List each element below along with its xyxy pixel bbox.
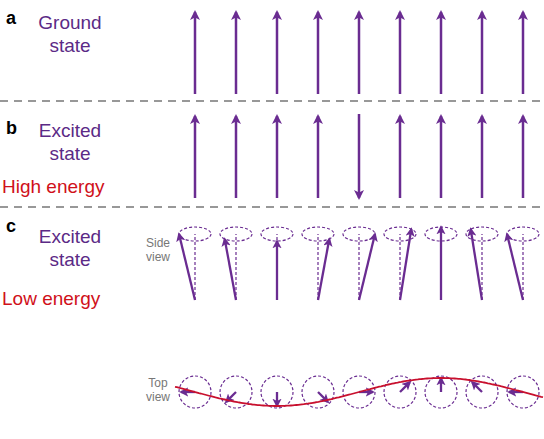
spin-arrow [225,239,236,300]
separator-line [0,206,544,207]
state-label: Excited state [22,226,118,272]
panel-letter: c [6,216,22,238]
panel-letter: a [6,8,22,30]
spin-arrow [358,12,361,94]
spin-arrow [399,12,402,94]
view-label: Top view [140,376,176,405]
axis-line [358,234,359,300]
precession-circle [261,376,293,408]
spin-arrow [276,241,278,300]
spin-arrow [276,392,278,406]
energy-label: Low energy [2,288,132,311]
spin-arrow [235,116,238,198]
spin-arrow [359,234,375,300]
spin-arrow [522,116,525,198]
spin-arrow [481,116,484,198]
spin-arrow [179,234,195,300]
view-label: Side view [140,236,176,265]
axis-line [235,234,236,300]
spin-arrow [440,378,442,392]
state-label: Ground state [22,12,118,58]
spin-arrow [194,12,197,94]
spin-arrow [400,229,411,300]
spin-arrow [358,114,361,198]
precession-circle [425,376,457,408]
spin-arrow [472,382,482,392]
spin-arrow [507,234,523,300]
axis-line [276,234,277,300]
spin-arrow [235,12,238,94]
axis-line [522,234,523,300]
spin-arrow [399,116,402,198]
spin-arrow [318,239,329,300]
separator-line [0,100,544,101]
spin-arrow [317,12,320,94]
spin-arrow [276,116,279,198]
spin-arrow [317,116,320,198]
spin-wave-curve [175,378,543,406]
spin-arrow [481,12,484,94]
state-label: Excited state [22,120,118,166]
spin-arrow [440,116,443,198]
spin-arrow [440,227,442,300]
spin-arrow [471,229,482,300]
spin-arrow [400,382,410,392]
spin-arrow [276,12,279,94]
spin-arrow [440,12,443,94]
spin-arrow [194,116,197,198]
spin-arrow [522,12,525,94]
panel-letter: b [6,118,22,140]
axis-line [194,234,195,300]
energy-label: High energy [2,176,132,199]
axis-line [317,234,318,300]
